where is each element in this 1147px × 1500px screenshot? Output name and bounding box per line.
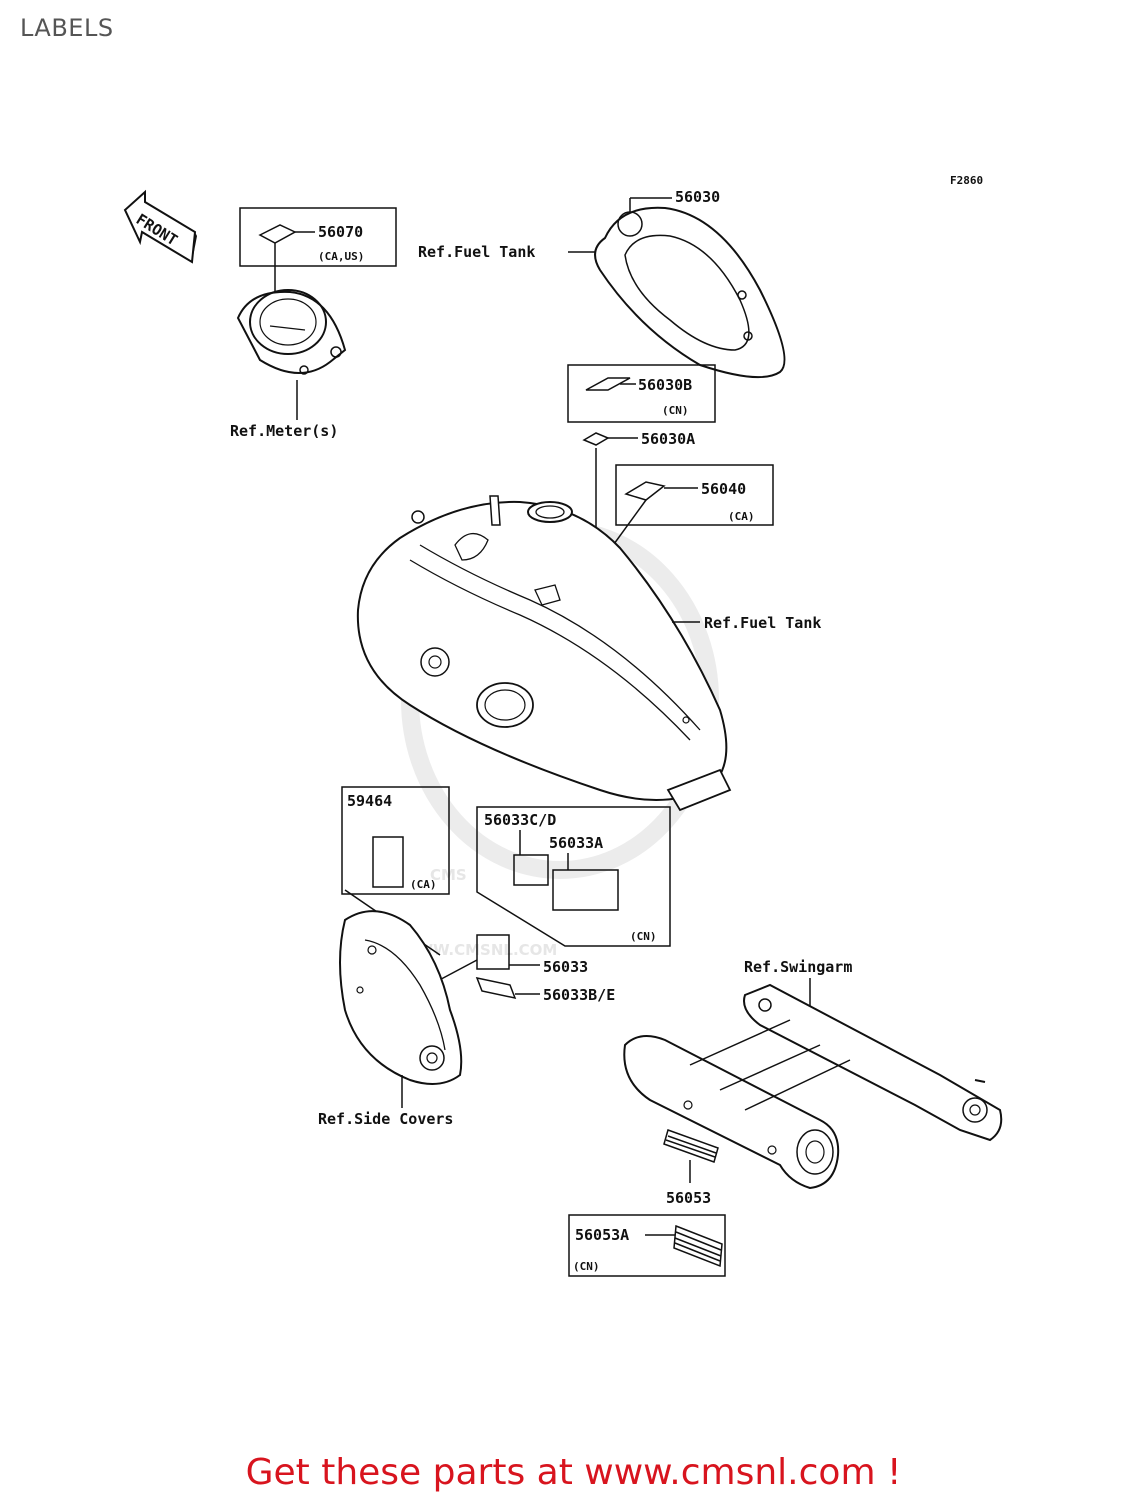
part-56053a-region: (CN) [573,1260,600,1273]
label-56070-group: 56070 (CA,US) Ref.Meter(s) [230,207,397,440]
part-56033a-region: (CN) [630,930,657,943]
part-59464: 59464 [347,792,392,810]
part-56030b-region: (CN) [662,404,689,417]
label-56030-group: 56030 Ref.Fuel Tank [418,188,786,379]
tank-top-cover-drawing [594,206,786,379]
part-59464-region: (CA) [410,878,437,891]
part-56033cd: 56033C/D [484,811,556,829]
part-56033: 56033 [543,958,588,976]
label-56033a-box [476,806,671,947]
parts-diagram: CMS WWW.CMSNL.COM F2860 FRONT 56070 (CA,… [123,174,1003,1277]
part-56053a: 56053A [575,1226,629,1244]
label-56053a-box [568,1214,726,1277]
part-56040-region: (CA) [728,510,755,523]
label-56033-group: 56033 56033B/E [429,934,615,1004]
part-56053: 56053 [666,1189,711,1207]
ref-side-covers: Ref.Side Covers [318,1110,453,1128]
label-56053a-group: 56053A (CN) [568,1214,726,1277]
part-56070: 56070 [318,223,363,241]
figure-code: F2860 [950,174,983,187]
ref-swingarm: Ref.Swingarm [744,958,852,976]
part-56030b: 56030B [638,376,692,394]
part-56033a: 56033A [549,834,603,852]
swingarm-drawing [623,983,1003,1190]
label-59464-box [341,786,450,895]
part-56030: 56030 [675,188,720,206]
side-cover-drawing [339,910,463,1085]
ref-fuel-tank-mid: Ref.Fuel Tank [704,614,821,632]
part-56040: 56040 [701,480,746,498]
fuel-tank-drawing [356,495,732,812]
ref-meter: Ref.Meter(s) [230,422,338,440]
label-56070-box [239,207,397,267]
label-56053-group: 56053 [663,1129,719,1207]
label-56030b-box [567,364,716,423]
page-title: LABELS [20,14,114,42]
label-56030b-group: 56030B (CN) [567,364,716,423]
part-56070-region: (CA,US) [318,250,364,263]
label-56033a-group: 56033C/D 56033A (CN) [476,806,671,947]
meter-drawing [236,289,347,375]
front-arrow-icon: FRONT [123,189,197,264]
label-56030a-group: 56030A [582,430,695,540]
footer-link[interactable]: Get these parts at www.cmsnl.com ! [245,1452,902,1493]
label-56070-sticker [258,224,297,244]
label-56040-box [615,464,774,526]
ref-fuel-tank-top: Ref.Fuel Tank [418,243,535,261]
part-56030a: 56030A [641,430,695,448]
part-56033be: 56033B/E [543,986,615,1004]
